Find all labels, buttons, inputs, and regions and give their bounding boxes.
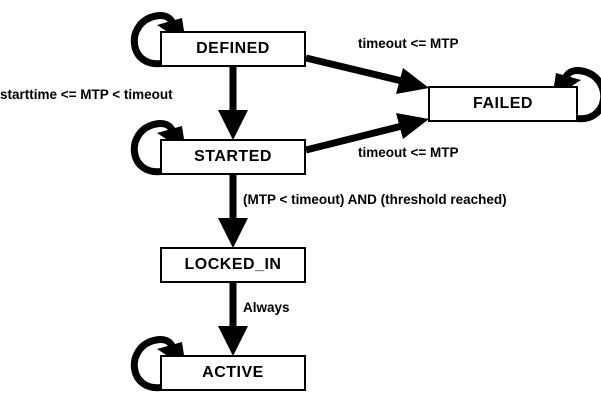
state-label-defined: DEFINED — [196, 40, 270, 57]
edge-label-timeout-condition-bottom: timeout <= MTP — [358, 145, 459, 160]
edge-label-always: Always — [243, 300, 290, 315]
edge-defined-to-started — [218, 67, 248, 140]
state-node-defined[interactable]: DEFINED — [160, 31, 306, 67]
state-label-locked-in: LOCKED_IN — [184, 256, 282, 273]
state-node-locked-in[interactable]: LOCKED_IN — [160, 247, 306, 283]
edge-defined-to-failed — [305, 54, 429, 94]
state-node-failed[interactable]: FAILED — [428, 86, 578, 122]
edge-started-to-failed — [305, 113, 429, 154]
edge-started-to-lockedin — [218, 175, 248, 248]
state-label-started: STARTED — [194, 148, 272, 165]
edge-label-starttime-condition: starttime <= MTP < timeout — [0, 87, 173, 102]
edge-label-timeout-condition-top: timeout <= MTP — [358, 36, 459, 51]
edge-label-threshold-condition: (MTP < timeout) AND (threshold reached) — [243, 192, 507, 207]
state-label-failed: FAILED — [473, 95, 533, 112]
edge-lockedin-to-active — [218, 283, 248, 356]
state-node-started[interactable]: STARTED — [160, 139, 306, 175]
state-node-active[interactable]: ACTIVE — [160, 355, 306, 391]
state-label-active: ACTIVE — [202, 364, 264, 381]
